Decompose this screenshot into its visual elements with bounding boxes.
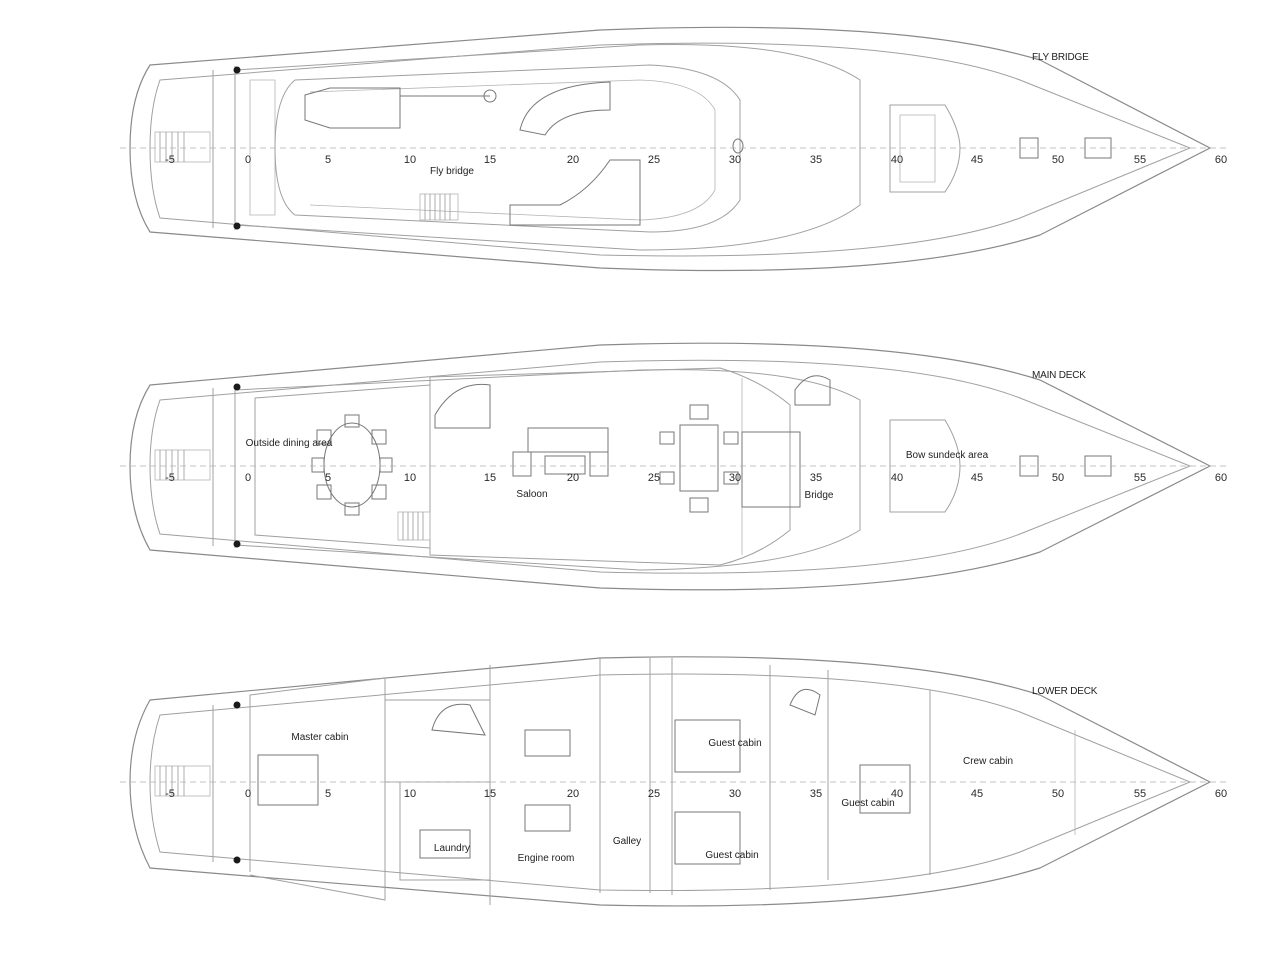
main-tick-m5: -5 [165,472,175,484]
main-deck-plan: MAIN DECK Outside dining area Saloon Bri… [120,342,1230,591]
lower-tick-40: 40 [891,788,903,800]
helm-console [304,87,401,129]
main-tick-60: 60 [1215,472,1227,484]
lower-tick-25: 25 [648,788,660,800]
main-tick-50: 50 [1052,472,1064,484]
fly-bridge-plan: FLY BRIDGE Fly bridge -5 0 5 10 15 20 25… [120,26,1230,272]
main-tick-45: 45 [971,472,983,484]
inside-dining-table [679,424,719,492]
fly-bridge-room-label: Fly bridge [430,166,474,177]
lower-tick-5: 5 [325,788,331,800]
main-deck-title: MAIN DECK [1032,370,1086,381]
fly-bridge-deck-area [274,64,741,233]
main-tick-30: 30 [729,472,741,484]
main-tick-40: 40 [891,472,903,484]
fly-tick-45: 45 [971,154,983,166]
main-deck-hull-inner [149,359,1192,574]
fly-tick-55: 55 [1134,154,1146,166]
fly-tick-25: 25 [648,154,660,166]
master-cabin-walls [249,677,386,901]
fly-bridge-aft-stairs [154,131,211,163]
fly-bridge-hull-inner [149,42,1192,257]
fly-bridge-scale: -5 0 5 10 15 20 25 30 35 40 45 50 55 60 [165,154,1227,166]
crew-cabin-label: Crew cabin [963,756,1013,767]
fly-bridge-hull-outer [129,26,1212,272]
main-tick-5: 5 [325,472,331,484]
fly-tick-0: 0 [245,154,251,166]
main-tick-20: 20 [567,472,579,484]
master-cabin-label: Master cabin [291,732,348,743]
main-tick-35: 35 [810,472,822,484]
saloon-label: Saloon [516,489,547,500]
main-deck-aft-stairs [154,449,211,481]
fly-tick-5: 5 [325,154,331,166]
engine-room-label: Engine room [518,853,575,864]
lower-tick-30: 30 [729,788,741,800]
main-tick-0: 0 [245,472,251,484]
fly-tick-20: 20 [567,154,579,166]
bow-sundeck-label: Bow sundeck area [906,450,989,461]
lower-tick-0: 0 [245,788,251,800]
fly-bridge-title: FLY BRIDGE [1032,52,1089,63]
guest-cabin-2-label: Guest cabin [705,850,758,861]
main-deck-stairs [397,511,431,541]
lower-deck-plan: LOWER DECK Master cabin Laundry Engine r… [120,656,1230,907]
lower-tick-20: 20 [567,788,579,800]
fly-bridge-stairs [419,193,459,221]
outside-dining-label: Outside dining area [246,438,333,449]
guest-cabin-1-label: Guest cabin [708,738,761,749]
lower-tick-50: 50 [1052,788,1064,800]
main-deck-scale: -5 0 5 10 15 20 25 30 35 40 45 50 55 60 [165,472,1227,484]
lower-deck-scale: -5 0 5 10 15 20 25 30 35 40 45 50 55 60 [165,788,1227,800]
fly-tick-60: 60 [1215,154,1227,166]
laundry-label: Laundry [434,843,470,854]
lower-tick-10: 10 [404,788,416,800]
main-tick-10: 10 [404,472,416,484]
fly-tick-30: 30 [729,154,741,166]
bridge-label: Bridge [805,490,834,501]
fly-tick-m5: -5 [165,154,175,166]
galley-label: Galley [613,836,641,847]
lower-tick-60: 60 [1215,788,1227,800]
fly-tick-15: 15 [484,154,496,166]
main-tick-25: 25 [648,472,660,484]
saloon-sofa [527,427,609,453]
fly-tick-10: 10 [404,154,416,166]
lower-tick-35: 35 [810,788,822,800]
lower-tick-15: 15 [484,788,496,800]
lower-tick-45: 45 [971,788,983,800]
lower-tick-55: 55 [1134,788,1146,800]
fly-tick-35: 35 [810,154,822,166]
guest-cabin-3-label: Guest cabin [841,798,894,809]
fly-tick-50: 50 [1052,154,1064,166]
lower-tick-m5: -5 [165,788,175,800]
lower-deck-title: LOWER DECK [1032,686,1098,697]
fly-tick-40: 40 [891,154,903,166]
main-tick-15: 15 [484,472,496,484]
lower-deck-aft-stairs [154,765,211,797]
main-tick-55: 55 [1134,472,1146,484]
main-deck-cabin-outline [254,384,431,549]
